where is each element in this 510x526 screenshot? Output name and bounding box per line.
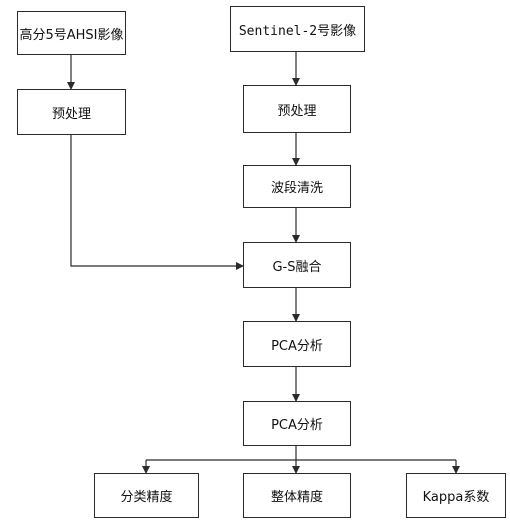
- node-kappa: Kappa系数: [406, 473, 506, 518]
- node-sentinel-image: Sentinel-2号影像: [230, 6, 365, 52]
- arrow-left-preprocess-to-gs-fusion: [70, 135, 244, 270]
- node-overall-accuracy: 整体精度: [243, 473, 351, 518]
- node-classification-accuracy: 分类精度: [94, 473, 199, 518]
- node-gs-fusion: G-S融合: [243, 242, 351, 288]
- node-pca-2: PCA分析: [243, 401, 351, 446]
- node-preprocess-right: 预处理: [243, 85, 351, 133]
- node-preprocess-left: 预处理: [17, 89, 126, 135]
- node-band-cleaning: 波段清洗: [243, 165, 351, 208]
- node-ahsi-image: 高分5号AHSI影像: [17, 11, 126, 55]
- node-pca-1: PCA分析: [243, 321, 351, 367]
